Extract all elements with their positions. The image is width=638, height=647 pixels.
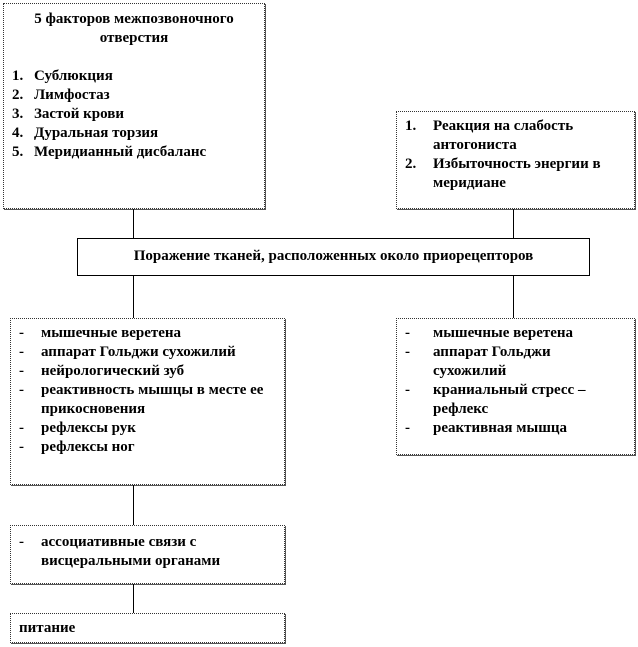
connector-line	[133, 485, 134, 525]
list-item: -аппарат Гольджи сухожилий	[19, 344, 236, 360]
list-item: -ассоциативные связи с висцеральными орг…	[19, 534, 221, 569]
list-item: -рефлексы рук	[19, 420, 136, 436]
connector-line	[513, 209, 514, 238]
factor-item: 1.Сублюкция	[12, 68, 113, 84]
center-box: Поражение тканей, расположенных около пр…	[77, 238, 590, 276]
nutrition-box: питание	[10, 613, 285, 643]
factor-item: 2.Лимфостаз	[12, 87, 110, 103]
factors-title: 5 факторов межпозвоночного отверстия	[34, 11, 234, 46]
list-item: -мышечные веретена	[19, 325, 182, 341]
factor-item: 4.Дуральная торзия	[12, 125, 159, 141]
reaction-item: 1.Реакция на слабость антогониста	[405, 118, 574, 153]
connector-line	[133, 276, 134, 318]
factor-item: 3.Застой крови	[12, 106, 124, 122]
center-label: Поражение тканей, расположенных около пр…	[133, 248, 534, 264]
list-item: -краниальный стресс – рефлекс	[405, 382, 586, 417]
left-receptor-box: -мышечные веретена -аппарат Гольджи сухо…	[10, 318, 285, 485]
connector-line	[133, 209, 134, 238]
connector-line	[133, 584, 134, 613]
connector-line	[513, 276, 514, 318]
right-receptor-box: -мышечные веретена -аппарат Гольджи сухо…	[396, 318, 635, 455]
list-item: -аппарат Гольджи сухожилий	[405, 344, 551, 379]
list-item: -рефлексы ног	[19, 439, 135, 455]
nutrition-label: питание	[19, 620, 76, 636]
factors-box: 5 факторов межпозвоночного отверстия 1.С…	[3, 3, 265, 209]
list-item: -нейрологический зуб	[19, 363, 185, 379]
reaction-box: 1.Реакция на слабость антогониста 2.Избы…	[396, 111, 635, 209]
factor-item: 5.Меридианный дисбаланс	[12, 144, 207, 160]
list-item: -мышечные веретена	[405, 325, 574, 341]
list-item: -реактивная мышца	[405, 420, 567, 436]
list-item: -реактивность мышцы в месте ее прикоснов…	[19, 382, 264, 417]
reaction-item: 2.Избыточность энергии в меридиане	[405, 156, 601, 191]
association-box: -ассоциативные связи с висцеральными орг…	[10, 525, 285, 584]
